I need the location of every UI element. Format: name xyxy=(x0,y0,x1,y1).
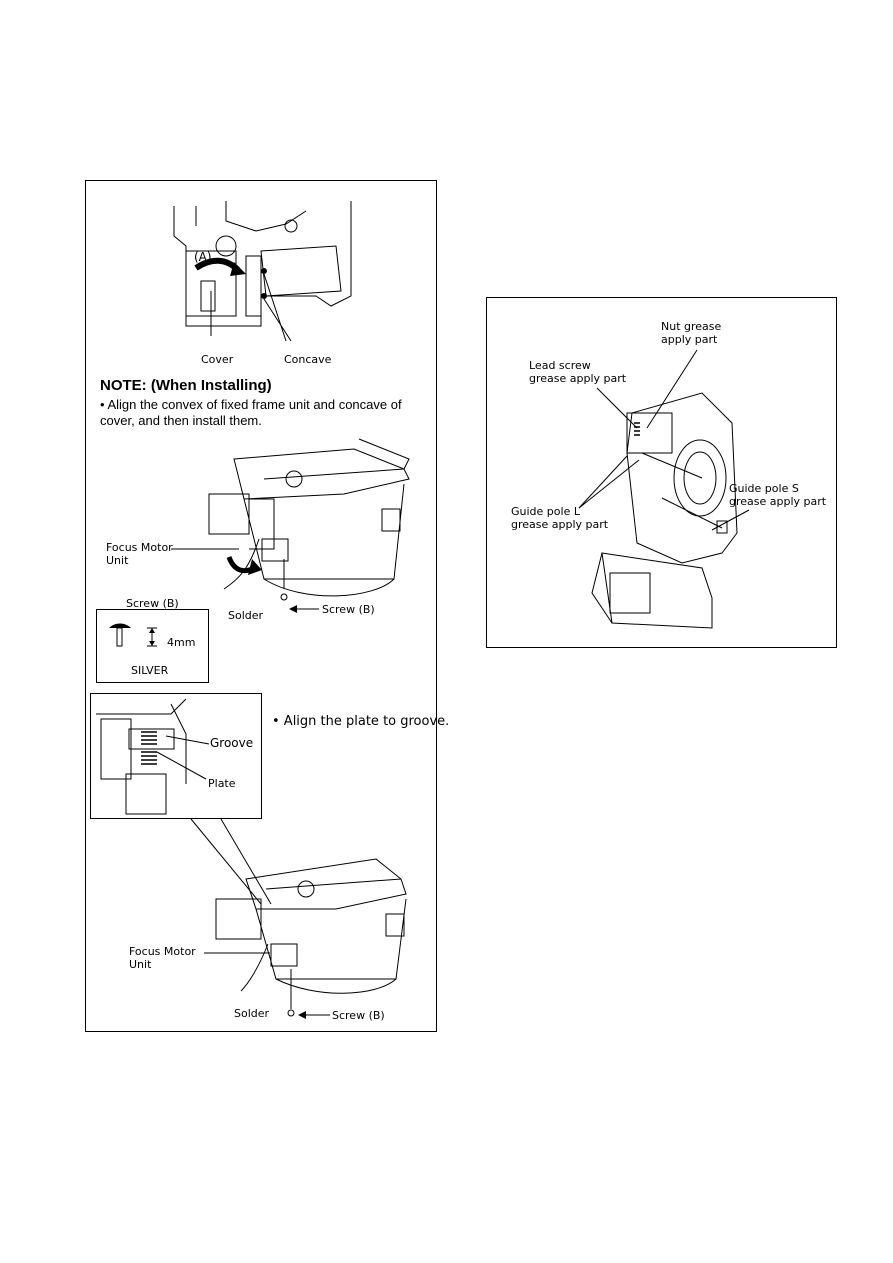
plate-label: Plate xyxy=(208,777,236,790)
focus-motor-label-1: Focus Motor Unit xyxy=(106,541,173,567)
screw-b-arrow-1 xyxy=(289,605,319,613)
solder-label-1: Solder xyxy=(228,609,264,622)
left-instruction-panel: (A) Cover Concave NOTE: (When Installing… xyxy=(85,180,449,1032)
groove-inset-box xyxy=(90,693,262,819)
note-text: • Align the convex of fixed frame unit a… xyxy=(100,397,402,428)
grease-leader-lines xyxy=(578,349,750,531)
screw-b-label-2: Screw (B) xyxy=(332,1009,385,1022)
screw-box-title: Screw (B) xyxy=(126,597,179,610)
grease-apply-panel: Nut grease apply part Lead screw grease … xyxy=(486,297,837,648)
solder-label-2: Solder xyxy=(234,1007,270,1020)
focus-motor-label-2: Focus Motor Unit xyxy=(129,945,196,971)
cover-alignment-figure xyxy=(173,201,352,342)
cover-label: Cover xyxy=(201,353,234,366)
guide-pole-s-grease-label: Guide pole S grease apply part xyxy=(729,482,827,508)
groove-note: • Align the plate to groove. xyxy=(272,714,450,729)
screw-icon xyxy=(109,623,157,647)
groove-label: Groove xyxy=(210,736,254,750)
focus-motor-leader-2 xyxy=(204,952,270,954)
groove-plate-figure xyxy=(96,698,210,815)
focus-motor-leader-1 xyxy=(171,548,239,550)
screw-b-label-1: Screw (B) xyxy=(322,603,375,616)
nut-grease-label: Nut grease apply part xyxy=(661,320,722,346)
guide-pole-l-grease-label: Guide pole L grease apply part xyxy=(511,505,609,531)
lead-screw-grease-label: Lead screw grease apply part xyxy=(529,359,627,385)
note-title: NOTE: (When Installing) xyxy=(100,377,272,394)
concave-label: Concave xyxy=(284,353,332,366)
screw-b-arrow-2 xyxy=(298,1011,330,1019)
focus-motor-figure xyxy=(208,438,410,601)
lens-mechanism-figure xyxy=(591,392,738,629)
screw-color-label: SILVER xyxy=(131,664,169,677)
focus-motor-figure-2 xyxy=(190,818,407,1017)
screw-spec-box: 4mm SILVER xyxy=(96,609,209,683)
screw-size-label: 4mm xyxy=(167,636,196,649)
arrow-a-label: (A) xyxy=(194,250,212,264)
